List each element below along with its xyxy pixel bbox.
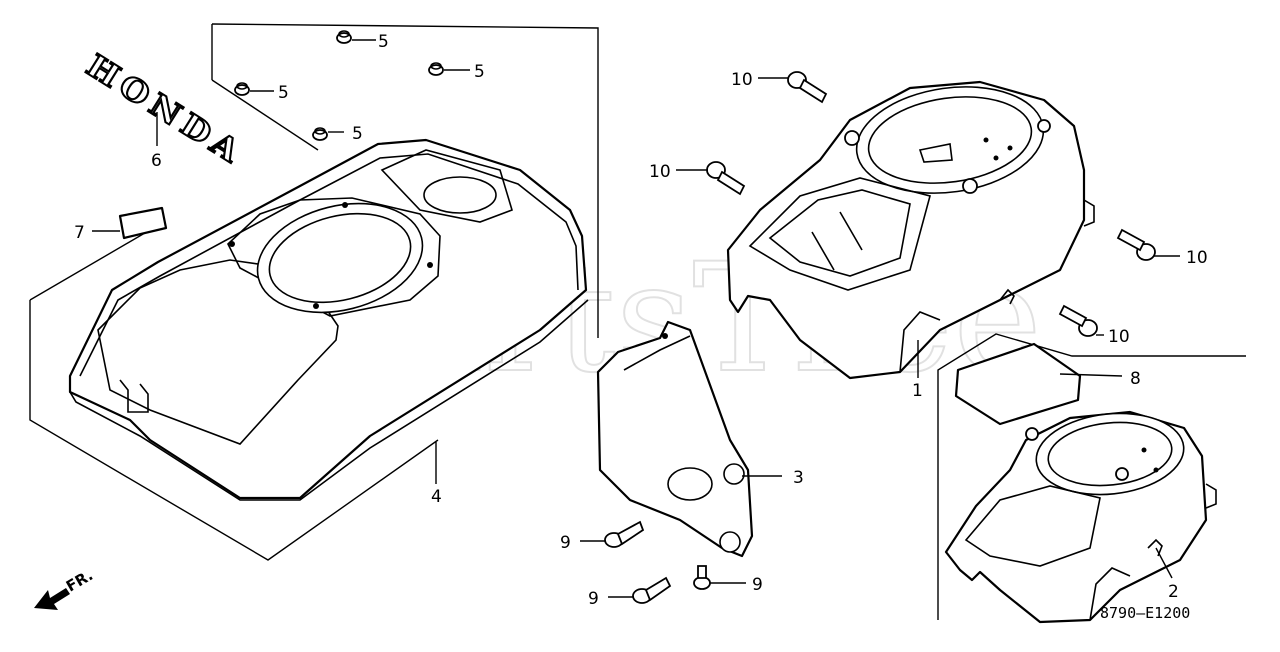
grommet-3	[234, 82, 250, 96]
callout-10a: 10	[731, 70, 753, 90]
flange-bolt-1	[604, 520, 645, 548]
honda-logo-text: HONDA	[80, 47, 251, 172]
side-guide-plate	[596, 320, 754, 558]
callout-4: 4	[431, 487, 442, 507]
bolt-10-1	[787, 71, 828, 104]
callout-5d: 5	[352, 124, 363, 144]
callout-1: 1	[912, 381, 923, 401]
front-direction-arrow: FR.	[34, 566, 96, 610]
callout-9c: 9	[752, 575, 763, 595]
flange-bolt-2	[632, 576, 672, 604]
bolt-10-3	[1116, 228, 1156, 261]
callout-9b: 9	[588, 589, 599, 609]
drawing-code: 8790–E1200	[1100, 604, 1190, 622]
leader-lines	[92, 39, 1180, 598]
grommet-1	[336, 30, 352, 44]
seal-plate	[954, 342, 1082, 426]
air-shroud-large	[68, 138, 589, 501]
fan-cover-main	[726, 80, 1095, 380]
callout-labels: 5 5 5 5 6 7 4 3 9 9 9 10 10 10 10 8 1 2	[74, 32, 1208, 609]
honda-emblem: HONDA	[79, 46, 252, 173]
bolt-10-2	[706, 161, 746, 196]
kit-frame-left	[29, 23, 599, 561]
callout-10c: 10	[1186, 248, 1208, 268]
flange-bolt-group	[604, 520, 711, 604]
callout-2: 2	[1168, 582, 1179, 602]
callout-10d: 10	[1108, 327, 1130, 347]
kit-frame-right	[937, 333, 1246, 620]
bolt-10-4	[1058, 304, 1098, 337]
flange-bolt-3	[693, 565, 711, 590]
callout-10b: 10	[649, 162, 671, 182]
callout-5a: 5	[378, 32, 389, 52]
label-plate	[118, 206, 168, 240]
callout-5c: 5	[278, 83, 289, 103]
grommet-2	[428, 62, 444, 76]
callout-7: 7	[74, 223, 85, 243]
callout-9a: 9	[560, 533, 571, 553]
callout-3: 3	[793, 468, 804, 488]
callout-8: 8	[1130, 369, 1141, 389]
grommet-group	[234, 30, 444, 141]
callout-5b: 5	[474, 62, 485, 82]
bolt-group	[706, 71, 1156, 337]
fan-cover-alt	[944, 410, 1217, 624]
grommet-4	[312, 127, 328, 141]
callout-6: 6	[151, 151, 162, 171]
